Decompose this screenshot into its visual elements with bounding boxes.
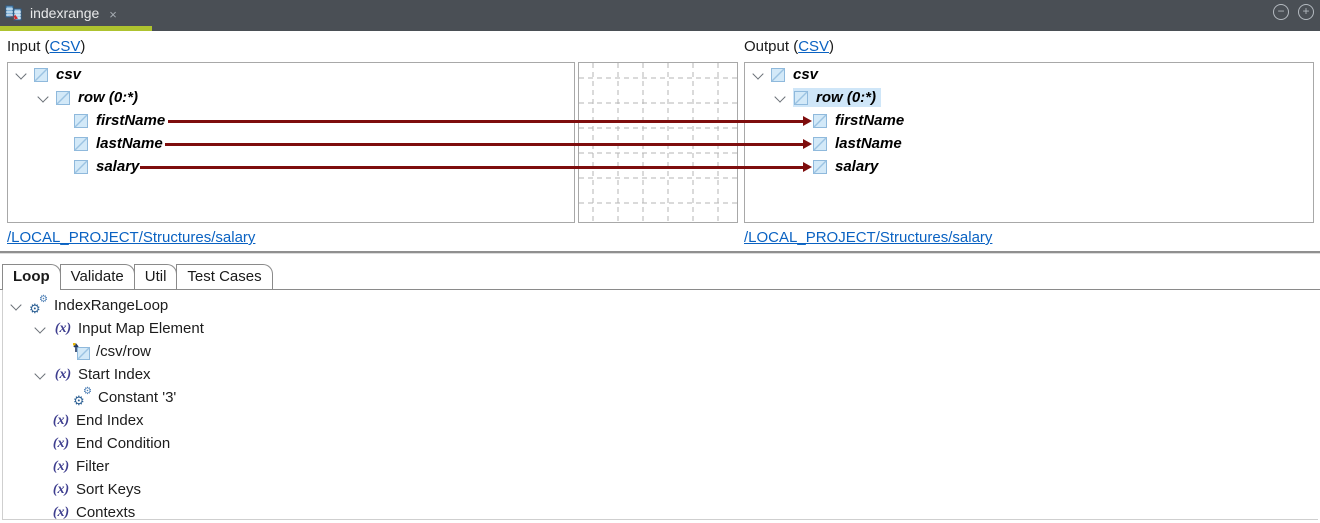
loop-node-contexts[interactable]: (x) Contexts (3, 501, 1318, 523)
node-label: End Index (76, 412, 144, 429)
input-node-firstname[interactable]: firstName (8, 109, 574, 132)
input-node-lastname[interactable]: lastName (8, 132, 574, 155)
loop-node-filter[interactable]: (x) Filter (3, 455, 1318, 478)
tab-test-cases[interactable]: Test Cases (176, 264, 273, 289)
node-label: lastName (96, 135, 163, 152)
horizontal-splitter[interactable] (0, 251, 1320, 254)
node-label: Filter (76, 458, 110, 475)
loop-node-start-index[interactable]: (x) Start Index (3, 363, 1318, 386)
loop-node-input-map-element[interactable]: (x) Input Map Element (3, 317, 1318, 340)
element-icon (34, 67, 48, 82)
mapping-area: csv row (0:*) firstName lastName salary (0, 62, 1320, 223)
function-icon: (x) (52, 412, 70, 428)
loop-panel: IndexRangeLoop (x) Input Map Element /cs… (2, 290, 1318, 523)
node-label: End Condition (76, 435, 171, 452)
chevron-down-icon[interactable] (751, 68, 765, 82)
output-header-prefix: Output ( (744, 38, 799, 55)
mapped-element-icon (73, 342, 90, 360)
mapping-connections (0, 62, 1320, 223)
node-label: Sort Keys (76, 481, 142, 498)
function-icon: (x) (52, 504, 70, 520)
loop-node-end-index[interactable]: (x) End Index (3, 409, 1318, 432)
input-node-row[interactable]: row (0:*) (8, 86, 574, 109)
node-label: salary (835, 158, 879, 175)
input-pane-header: Input (CSV) (7, 38, 85, 55)
node-label: Contexts (76, 504, 136, 521)
chevron-down-icon[interactable] (9, 299, 23, 313)
active-tab-underline (0, 26, 152, 31)
input-node-salary[interactable]: salary (8, 155, 574, 178)
tab-util[interactable]: Util (133, 264, 178, 289)
node-label: csv (56, 66, 82, 83)
chevron-down-icon[interactable] (773, 91, 787, 105)
output-format-link[interactable]: CSV (798, 38, 830, 55)
output-tree-panel: csv row (0:*) firstName lastName salary (744, 62, 1314, 223)
node-label: row (0:*) (816, 89, 876, 106)
node-label: lastName (835, 135, 902, 152)
output-header-suffix: ) (829, 38, 835, 55)
chevron-down-icon[interactable] (36, 91, 50, 105)
element-icon (56, 90, 70, 105)
selected-node-highlight: row (0:*) (793, 88, 881, 107)
loop-node-indexrangeloop[interactable]: IndexRangeLoop (3, 294, 1318, 317)
element-icon (771, 67, 785, 82)
chevron-down-icon[interactable] (33, 368, 47, 382)
gears-icon (29, 294, 49, 317)
input-header-prefix: Input ( (7, 38, 50, 55)
connection-firstname[interactable] (168, 116, 812, 126)
input-header-suffix: ) (80, 38, 86, 55)
output-structure-link[interactable]: /LOCAL_PROJECT/Structures/salary (744, 229, 993, 246)
function-icon: (x) (52, 481, 70, 497)
output-node-firstname[interactable]: firstName (745, 109, 1313, 132)
node-label: Input Map Element (78, 320, 204, 337)
element-icon (813, 113, 827, 128)
titlebar: indexrange × − + (0, 0, 1320, 31)
output-pane-header: Output (CSV) (744, 38, 834, 55)
document-tab-title: indexrange (30, 5, 100, 21)
node-label: firstName (96, 112, 166, 129)
output-node-salary[interactable]: salary (745, 155, 1313, 178)
element-icon (813, 136, 827, 151)
loop-node-sort-keys[interactable]: (x) Sort Keys (3, 478, 1318, 501)
function-icon: (x) (52, 458, 70, 474)
loop-node-constant-3[interactable]: Constant '3' (3, 386, 1318, 409)
node-label: IndexRangeLoop (54, 297, 169, 314)
node-label: Constant '3' (98, 389, 177, 406)
node-label: salary (96, 158, 140, 175)
output-node-row-selected[interactable]: row (0:*) (745, 86, 1313, 109)
mapping-document-icon (5, 5, 22, 20)
output-node-csv[interactable]: csv (745, 63, 1313, 86)
function-icon: (x) (52, 435, 70, 451)
input-format-link[interactable]: CSV (49, 38, 81, 55)
loop-node-csv-row[interactable]: /csv/row (3, 340, 1318, 363)
element-icon (74, 113, 88, 128)
loop-node-end-condition[interactable]: (x) End Condition (3, 432, 1318, 455)
gears-icon (73, 386, 93, 409)
element-icon (813, 159, 827, 174)
tab-validate[interactable]: Validate (59, 264, 135, 289)
close-icon[interactable]: × (109, 7, 117, 22)
properties-tabstrip: Loop Validate Util Test Cases (0, 261, 1320, 290)
connection-lastname[interactable] (165, 139, 812, 149)
tab-loop[interactable]: Loop (2, 264, 61, 290)
input-structure-link[interactable]: /LOCAL_PROJECT/Structures/salary (7, 229, 256, 246)
element-icon (794, 90, 808, 105)
node-label: row (0:*) (78, 89, 138, 106)
document-tab[interactable]: indexrange × (0, 0, 127, 26)
node-label: csv (793, 66, 819, 83)
function-icon: (x) (54, 320, 72, 336)
zoom-in-button[interactable]: + (1298, 4, 1314, 20)
node-label: Start Index (78, 366, 151, 383)
element-icon (74, 136, 88, 151)
function-icon: (x) (54, 366, 72, 382)
chevron-down-icon[interactable] (33, 322, 47, 336)
input-node-csv[interactable]: csv (8, 63, 574, 86)
node-label: firstName (835, 112, 905, 129)
chevron-down-icon[interactable] (14, 68, 28, 82)
connection-salary[interactable] (140, 162, 812, 172)
node-label: /csv/row (96, 343, 152, 360)
output-node-lastname[interactable]: lastName (745, 132, 1313, 155)
zoom-out-button[interactable]: − (1273, 4, 1289, 20)
element-icon (74, 159, 88, 174)
